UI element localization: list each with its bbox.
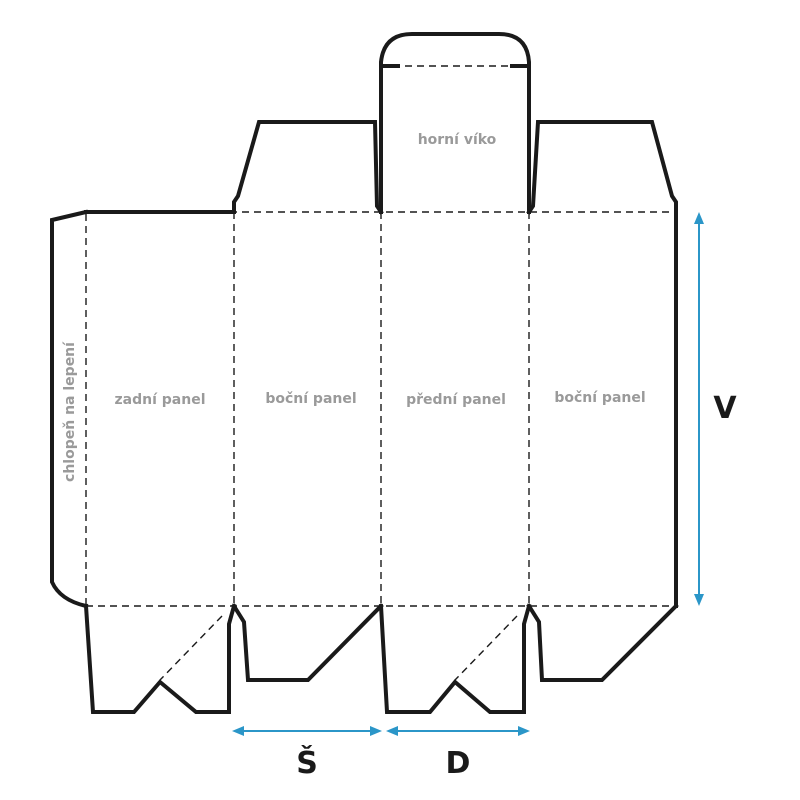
top-lid-outline xyxy=(379,32,531,214)
fold-line-bottom-flap-2 xyxy=(454,615,518,681)
dimension-width: Š xyxy=(232,726,382,781)
height-label: V xyxy=(713,391,737,426)
depth-arrow-head-right xyxy=(518,726,530,736)
label-top-lid: horní víko xyxy=(418,132,497,148)
glue-flap-outline xyxy=(50,209,89,609)
label-glue-flap: chlopeň na lepení xyxy=(62,341,78,482)
bottom-flap-front xyxy=(378,603,532,714)
depth-arrow-head-left xyxy=(386,726,398,736)
bottom-dust-flap-right xyxy=(526,603,679,682)
label-front-panel: přední panel xyxy=(406,392,506,408)
label-back-panel: zadní panel xyxy=(115,392,206,408)
cut-lines xyxy=(50,32,679,714)
panel-labels: chlopeň na lepení zadní panel boční pane… xyxy=(62,132,646,482)
dimension-depth: D xyxy=(386,726,530,781)
label-side-panel-right: boční panel xyxy=(554,390,645,406)
height-arrow-head-bottom xyxy=(694,594,704,606)
right-dust-flap xyxy=(526,120,678,215)
bottom-dust-flap-left xyxy=(231,603,384,682)
height-arrow-head-top xyxy=(694,212,704,224)
width-arrow-head-right xyxy=(370,726,382,736)
width-label: Š xyxy=(296,744,318,781)
label-side-panel-left: boční panel xyxy=(265,391,356,407)
bottom-flap-back xyxy=(83,603,237,714)
depth-label: D xyxy=(446,746,471,781)
left-dust-flap xyxy=(232,120,384,215)
fold-line-bottom-flap-1 xyxy=(159,615,223,681)
width-arrow-head-left xyxy=(232,726,244,736)
dimension-height: V xyxy=(694,212,737,606)
